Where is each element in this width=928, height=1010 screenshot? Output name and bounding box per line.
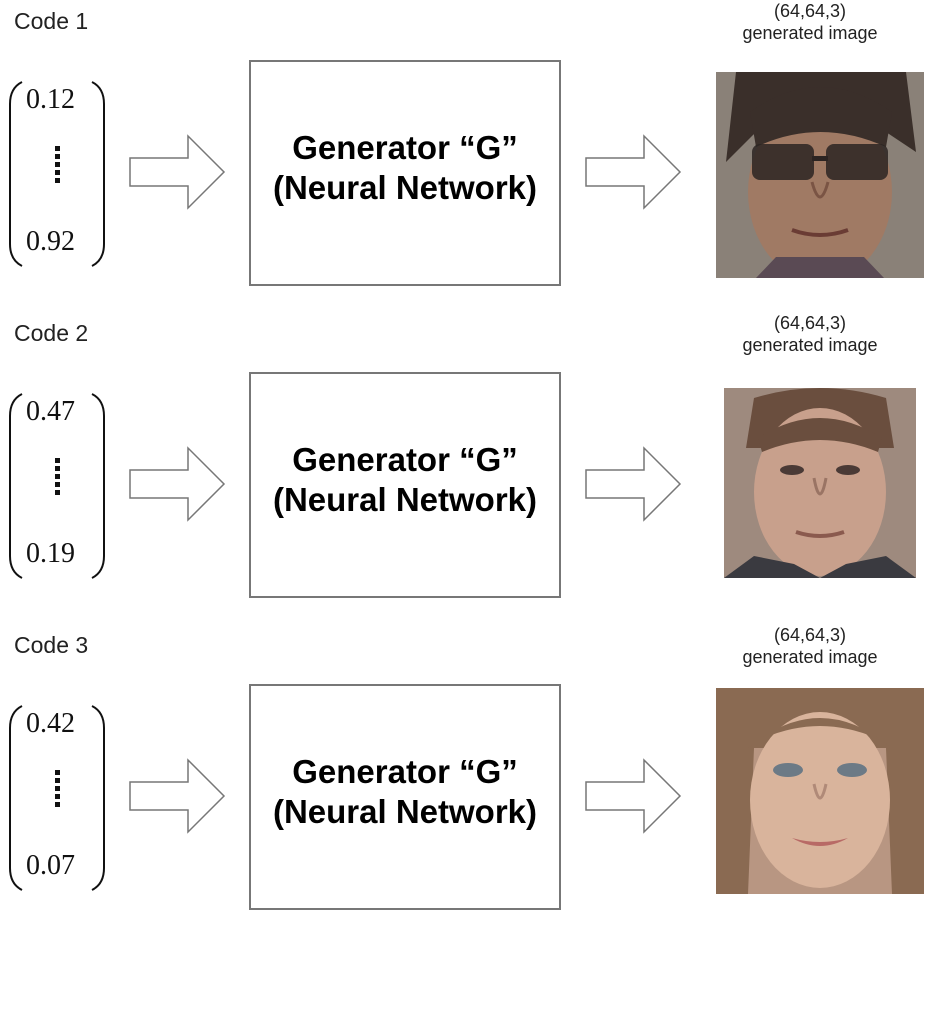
row-3: Code 3 0.42 0.07 Generator “G” (Neural N… xyxy=(0,625,928,944)
generated-face-image xyxy=(716,72,924,278)
output-shape: (64,64,3) xyxy=(773,313,847,333)
generated-face-image xyxy=(724,388,916,578)
code-label: Code 3 xyxy=(14,632,89,658)
generator-subtitle: (Neural Network) xyxy=(272,481,538,518)
output-caption: generated image xyxy=(742,23,878,43)
output-label: (64,64,3) generated image xyxy=(700,624,920,668)
generator-label: Generator “G” (Neural Network) xyxy=(251,440,559,520)
face-illustration xyxy=(716,688,924,894)
output-caption: generated image xyxy=(742,335,878,355)
vector-ellipsis xyxy=(55,458,61,498)
face-illustration xyxy=(724,388,916,578)
vector-brackets xyxy=(9,393,105,579)
vector-ellipsis xyxy=(55,146,61,186)
latent-vector: 0.42 0.07 xyxy=(0,698,110,1010)
vector-brackets xyxy=(9,81,105,267)
face-illustration xyxy=(716,72,924,278)
vector-top-value: 0.42 xyxy=(26,708,75,739)
row-1: Code 1 0.12 0.92 Generator “G” (Neural N… xyxy=(0,1,928,320)
generator-title: Generator “G” xyxy=(292,129,518,166)
vector-bottom-value: 0.19 xyxy=(26,538,75,569)
generator-title: Generator “G” xyxy=(292,441,518,478)
right-arrow-icon xyxy=(129,134,226,210)
latent-vector: 0.47 0.19 xyxy=(0,386,110,698)
vector-top-value: 0.12 xyxy=(26,84,75,115)
right-arrow-icon xyxy=(585,758,682,834)
latent-vector: 0.12 0.92 xyxy=(0,74,110,386)
right-arrow-icon xyxy=(129,446,226,522)
generator-subtitle: (Neural Network) xyxy=(272,793,538,830)
right-arrow-icon xyxy=(129,758,226,834)
vector-ellipsis xyxy=(55,770,61,810)
output-caption: generated image xyxy=(742,647,878,667)
generator-title: Generator “G” xyxy=(292,753,518,790)
right-arrow-icon xyxy=(585,446,682,522)
row-2: Code 2 0.47 0.19 Generator “G” (Neural N… xyxy=(0,313,928,632)
generator-label: Generator “G” (Neural Network) xyxy=(251,752,559,832)
vector-brackets xyxy=(9,705,105,891)
output-shape: (64,64,3) xyxy=(773,1,847,21)
vector-bottom-value: 0.92 xyxy=(26,226,75,257)
generator-box: Generator “G” (Neural Network) xyxy=(249,372,561,598)
generator-box: Generator “G” (Neural Network) xyxy=(249,684,561,910)
right-arrow-icon xyxy=(585,134,682,210)
vector-top-value: 0.47 xyxy=(26,396,75,427)
generator-label: Generator “G” (Neural Network) xyxy=(251,128,559,208)
generator-box: Generator “G” (Neural Network) xyxy=(249,60,561,286)
output-shape: (64,64,3) xyxy=(773,625,847,645)
output-label: (64,64,3) generated image xyxy=(700,312,920,356)
output-label: (64,64,3) generated image xyxy=(700,0,920,44)
generator-subtitle: (Neural Network) xyxy=(272,169,538,206)
vector-bottom-value: 0.07 xyxy=(26,850,75,881)
code-label: Code 1 xyxy=(14,8,89,34)
generated-face-image xyxy=(716,688,924,894)
code-label: Code 2 xyxy=(14,320,89,346)
